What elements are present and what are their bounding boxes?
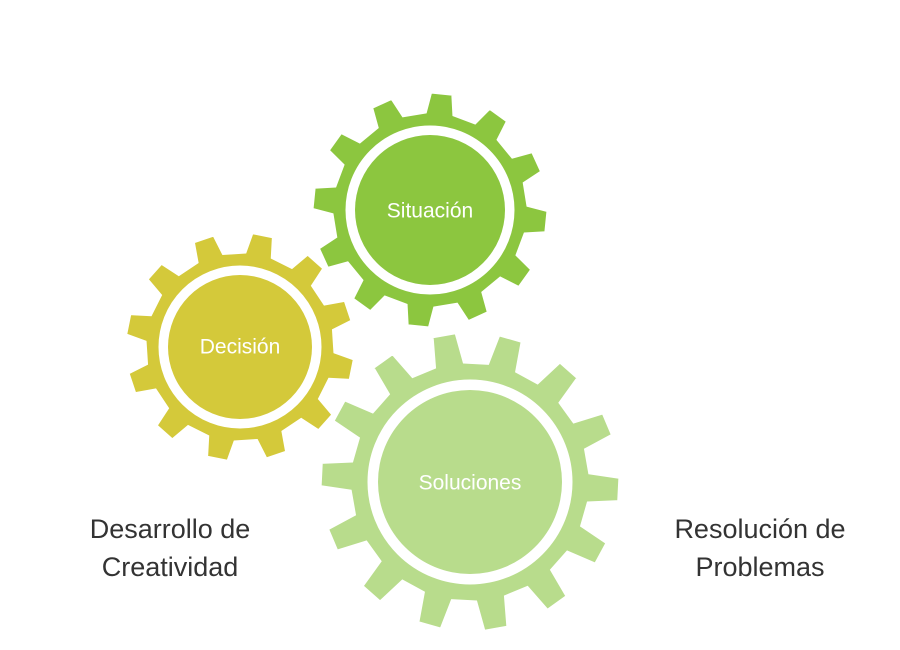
gear-situacion: Situación [310,90,550,330]
gear-decision: Decisión [123,230,357,464]
gear-decision-ring [123,230,357,464]
label-left-line2: Creatividad [101,552,239,582]
gear-situacion-ring [310,90,550,330]
label-right-line1: Resolución de [674,514,846,544]
gear-soluciones-hub [378,390,562,574]
gear-decision-label: Decisión [200,336,281,359]
gear-situacion-label: Situación [387,200,473,223]
label-right-line2: Problemas [695,552,825,582]
gear-soluciones-ring [318,330,622,634]
label-desarrollo-creatividad: Desarrollo de Creatividad [60,510,280,586]
gear-soluciones-label: Soluciones [419,472,522,495]
gear-situacion-hub [355,135,505,285]
label-left-line1: Desarrollo de [89,514,251,544]
gear-decision-hub [168,275,312,419]
gear-soluciones: Soluciones [318,330,622,634]
label-resolucion-problemas: Resolución de Problemas [650,510,870,586]
